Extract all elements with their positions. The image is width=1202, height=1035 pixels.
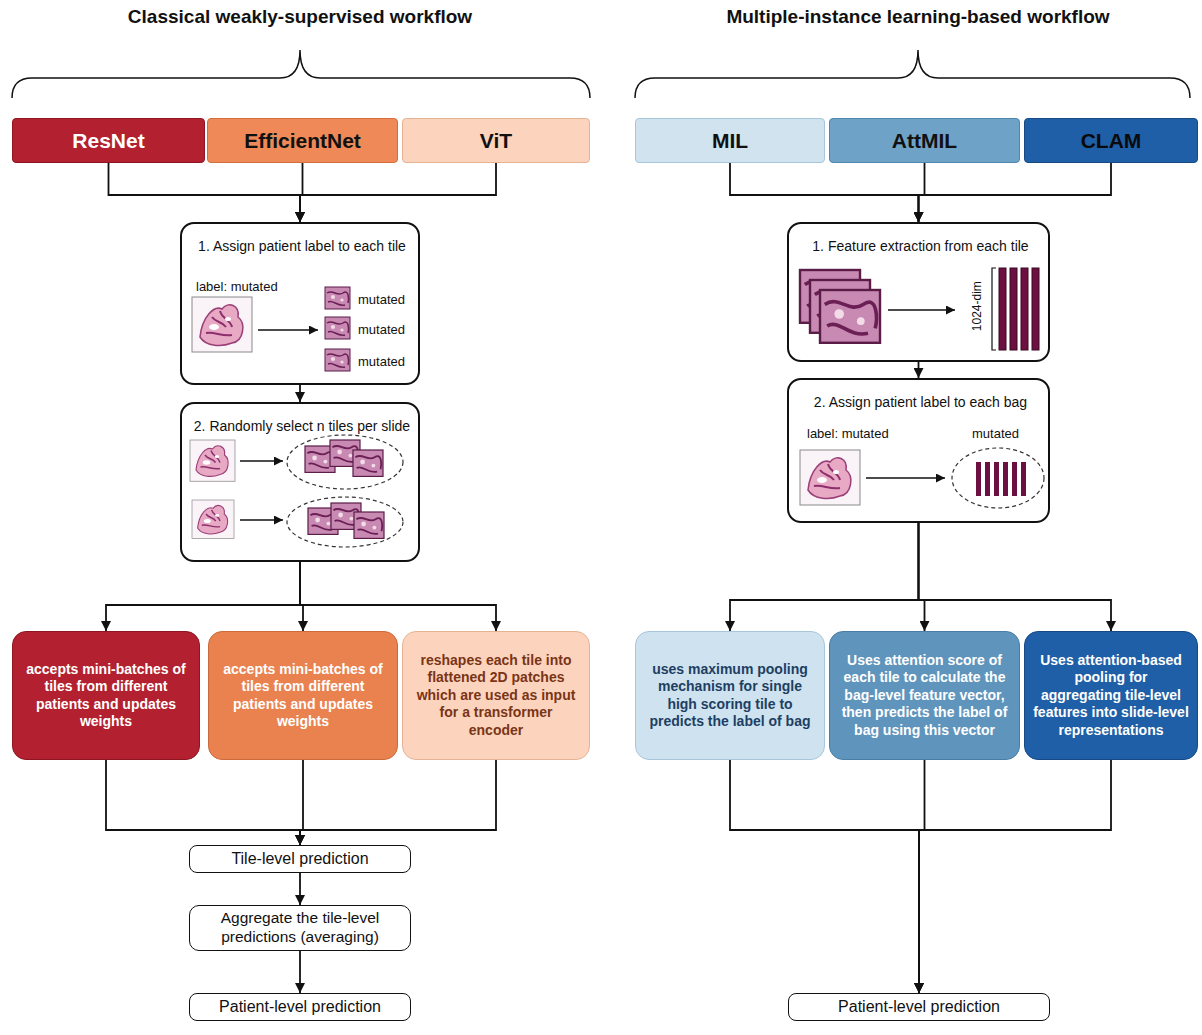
tile-thumbnail (325, 287, 350, 309)
tile-label: mutated (358, 292, 405, 308)
bag-label: mutated (972, 426, 1019, 442)
slide-thumbnail (192, 500, 234, 539)
step-box: 2. Assign patient label to each bag label… (787, 378, 1050, 523)
feature-vector (1021, 462, 1026, 496)
method-box: Uses attention score of each tile to cal… (829, 631, 1020, 760)
bag-ellipse (287, 435, 403, 489)
section-heading: Classical weakly-supervised workflow (5, 6, 595, 29)
brace (635, 50, 1190, 98)
illustration-arrow (258, 329, 318, 331)
brace (12, 50, 590, 98)
output-box: Patient-level prediction (788, 993, 1050, 1021)
model-box: AttMIL (829, 118, 1020, 163)
feature-vector (1010, 268, 1017, 350)
feature-vector (976, 462, 981, 496)
connector-arrow (730, 163, 919, 222)
illustration-arrow (888, 309, 955, 311)
label-text: label: mutated (196, 279, 278, 295)
method-box: Uses attention-based pooling for aggrega… (1024, 631, 1198, 760)
bag-ellipse (287, 497, 403, 547)
step-title: 2. Randomly select n tiles per slide (182, 418, 422, 435)
step-title: 1. Assign patient label to each tile (182, 238, 422, 255)
method-description: accepts mini-batches of tiles from diffe… (217, 661, 389, 731)
method-box: uses maximum pooling mechanism for singl… (635, 631, 825, 760)
dimension-label: 1024-dim (970, 271, 984, 341)
step-text: Aggregate the tile-level predictions (av… (198, 909, 402, 946)
model-name: CLAM (1081, 128, 1142, 153)
step-box: 1. Feature extraction from each tile 1024… (787, 222, 1050, 362)
output-box: Aggregate the tile-level predictions (av… (189, 905, 411, 951)
feature-vector (985, 462, 990, 496)
connector-arrow (919, 760, 1111, 993)
feature-vector (1021, 268, 1028, 350)
slide-thumbnail (192, 297, 252, 352)
model-name: AttMIL (892, 128, 957, 153)
tile-thumbnail (325, 317, 350, 339)
connector-arrow (299, 385, 301, 402)
model-box: ResNet (12, 118, 205, 163)
connector-arrow (730, 760, 919, 993)
tile-thumbnail (353, 450, 383, 476)
model-box: MIL (635, 118, 825, 163)
feature-vector (1012, 462, 1017, 496)
step-title: 1. Feature extraction from each tile (789, 238, 1052, 255)
model-box: CLAM (1024, 118, 1198, 163)
method-description: Uses attention-based pooling for aggrega… (1033, 652, 1189, 740)
feature-vector (1003, 462, 1008, 496)
connector-arrow (299, 951, 301, 993)
bag-ellipse (952, 448, 1044, 508)
dimension-bracket (992, 268, 996, 350)
method-box: accepts mini-batches of tiles from diffe… (208, 631, 398, 760)
feature-vector (1032, 268, 1039, 350)
method-description: reshapes each tile into flattened 2D pat… (411, 652, 581, 740)
connector-arrow (106, 760, 300, 845)
connector-arrow (919, 523, 1112, 631)
label-text: label: mutated (807, 426, 889, 442)
feature-vector (999, 268, 1006, 350)
tile-thumbnail (325, 349, 350, 371)
step-text: Tile-level prediction (231, 849, 368, 868)
model-name: ViT (480, 128, 512, 153)
tile-thumbnail (820, 290, 880, 343)
connector-arrow (918, 362, 920, 378)
illustration-arrow (866, 477, 945, 479)
method-description: accepts mini-batches of tiles from diffe… (21, 661, 191, 731)
section-heading: Multiple-instance learning-based workflo… (623, 6, 1202, 29)
step-text: Patient-level prediction (219, 997, 381, 1016)
model-name: ResNet (72, 128, 144, 153)
connector-arrow (730, 523, 919, 631)
method-description: Uses attention score of each tile to cal… (838, 652, 1011, 740)
tile-label: mutated (358, 354, 405, 370)
connector-arrow (300, 562, 496, 631)
slide-thumbnail (190, 440, 235, 481)
method-box: reshapes each tile into flattened 2D pat… (402, 631, 590, 760)
method-description: uses maximum pooling mechanism for singl… (644, 661, 816, 731)
step-text: Patient-level prediction (838, 997, 1000, 1016)
connector-arrow (299, 873, 301, 905)
output-box: Tile-level prediction (189, 845, 411, 873)
slide-thumbnail (800, 450, 860, 505)
step-title: 2. Assign patient label to each bag (789, 394, 1052, 411)
illustration-arrow (240, 460, 283, 462)
model-name: EfficientNet (244, 128, 361, 153)
illustration-arrow (240, 519, 283, 521)
tile-thumbnail (354, 512, 384, 538)
connector-arrow (919, 163, 1112, 222)
method-box: accepts mini-batches of tiles from diffe… (12, 631, 200, 760)
connector-arrow (106, 562, 300, 631)
output-box: Patient-level prediction (189, 993, 411, 1021)
tile-label: mutated (358, 322, 405, 338)
step-box: 1. Assign patient label to each tile labe… (180, 222, 420, 385)
model-name: MIL (712, 128, 748, 153)
model-box: ViT (402, 118, 590, 163)
feature-vector (994, 462, 999, 496)
model-box: EfficientNet (207, 118, 398, 163)
connector-arrow (300, 760, 496, 845)
connector-arrow (300, 163, 496, 222)
connector-arrow (109, 163, 301, 222)
step-box: 2. Randomly select n tiles per slide (180, 402, 420, 562)
